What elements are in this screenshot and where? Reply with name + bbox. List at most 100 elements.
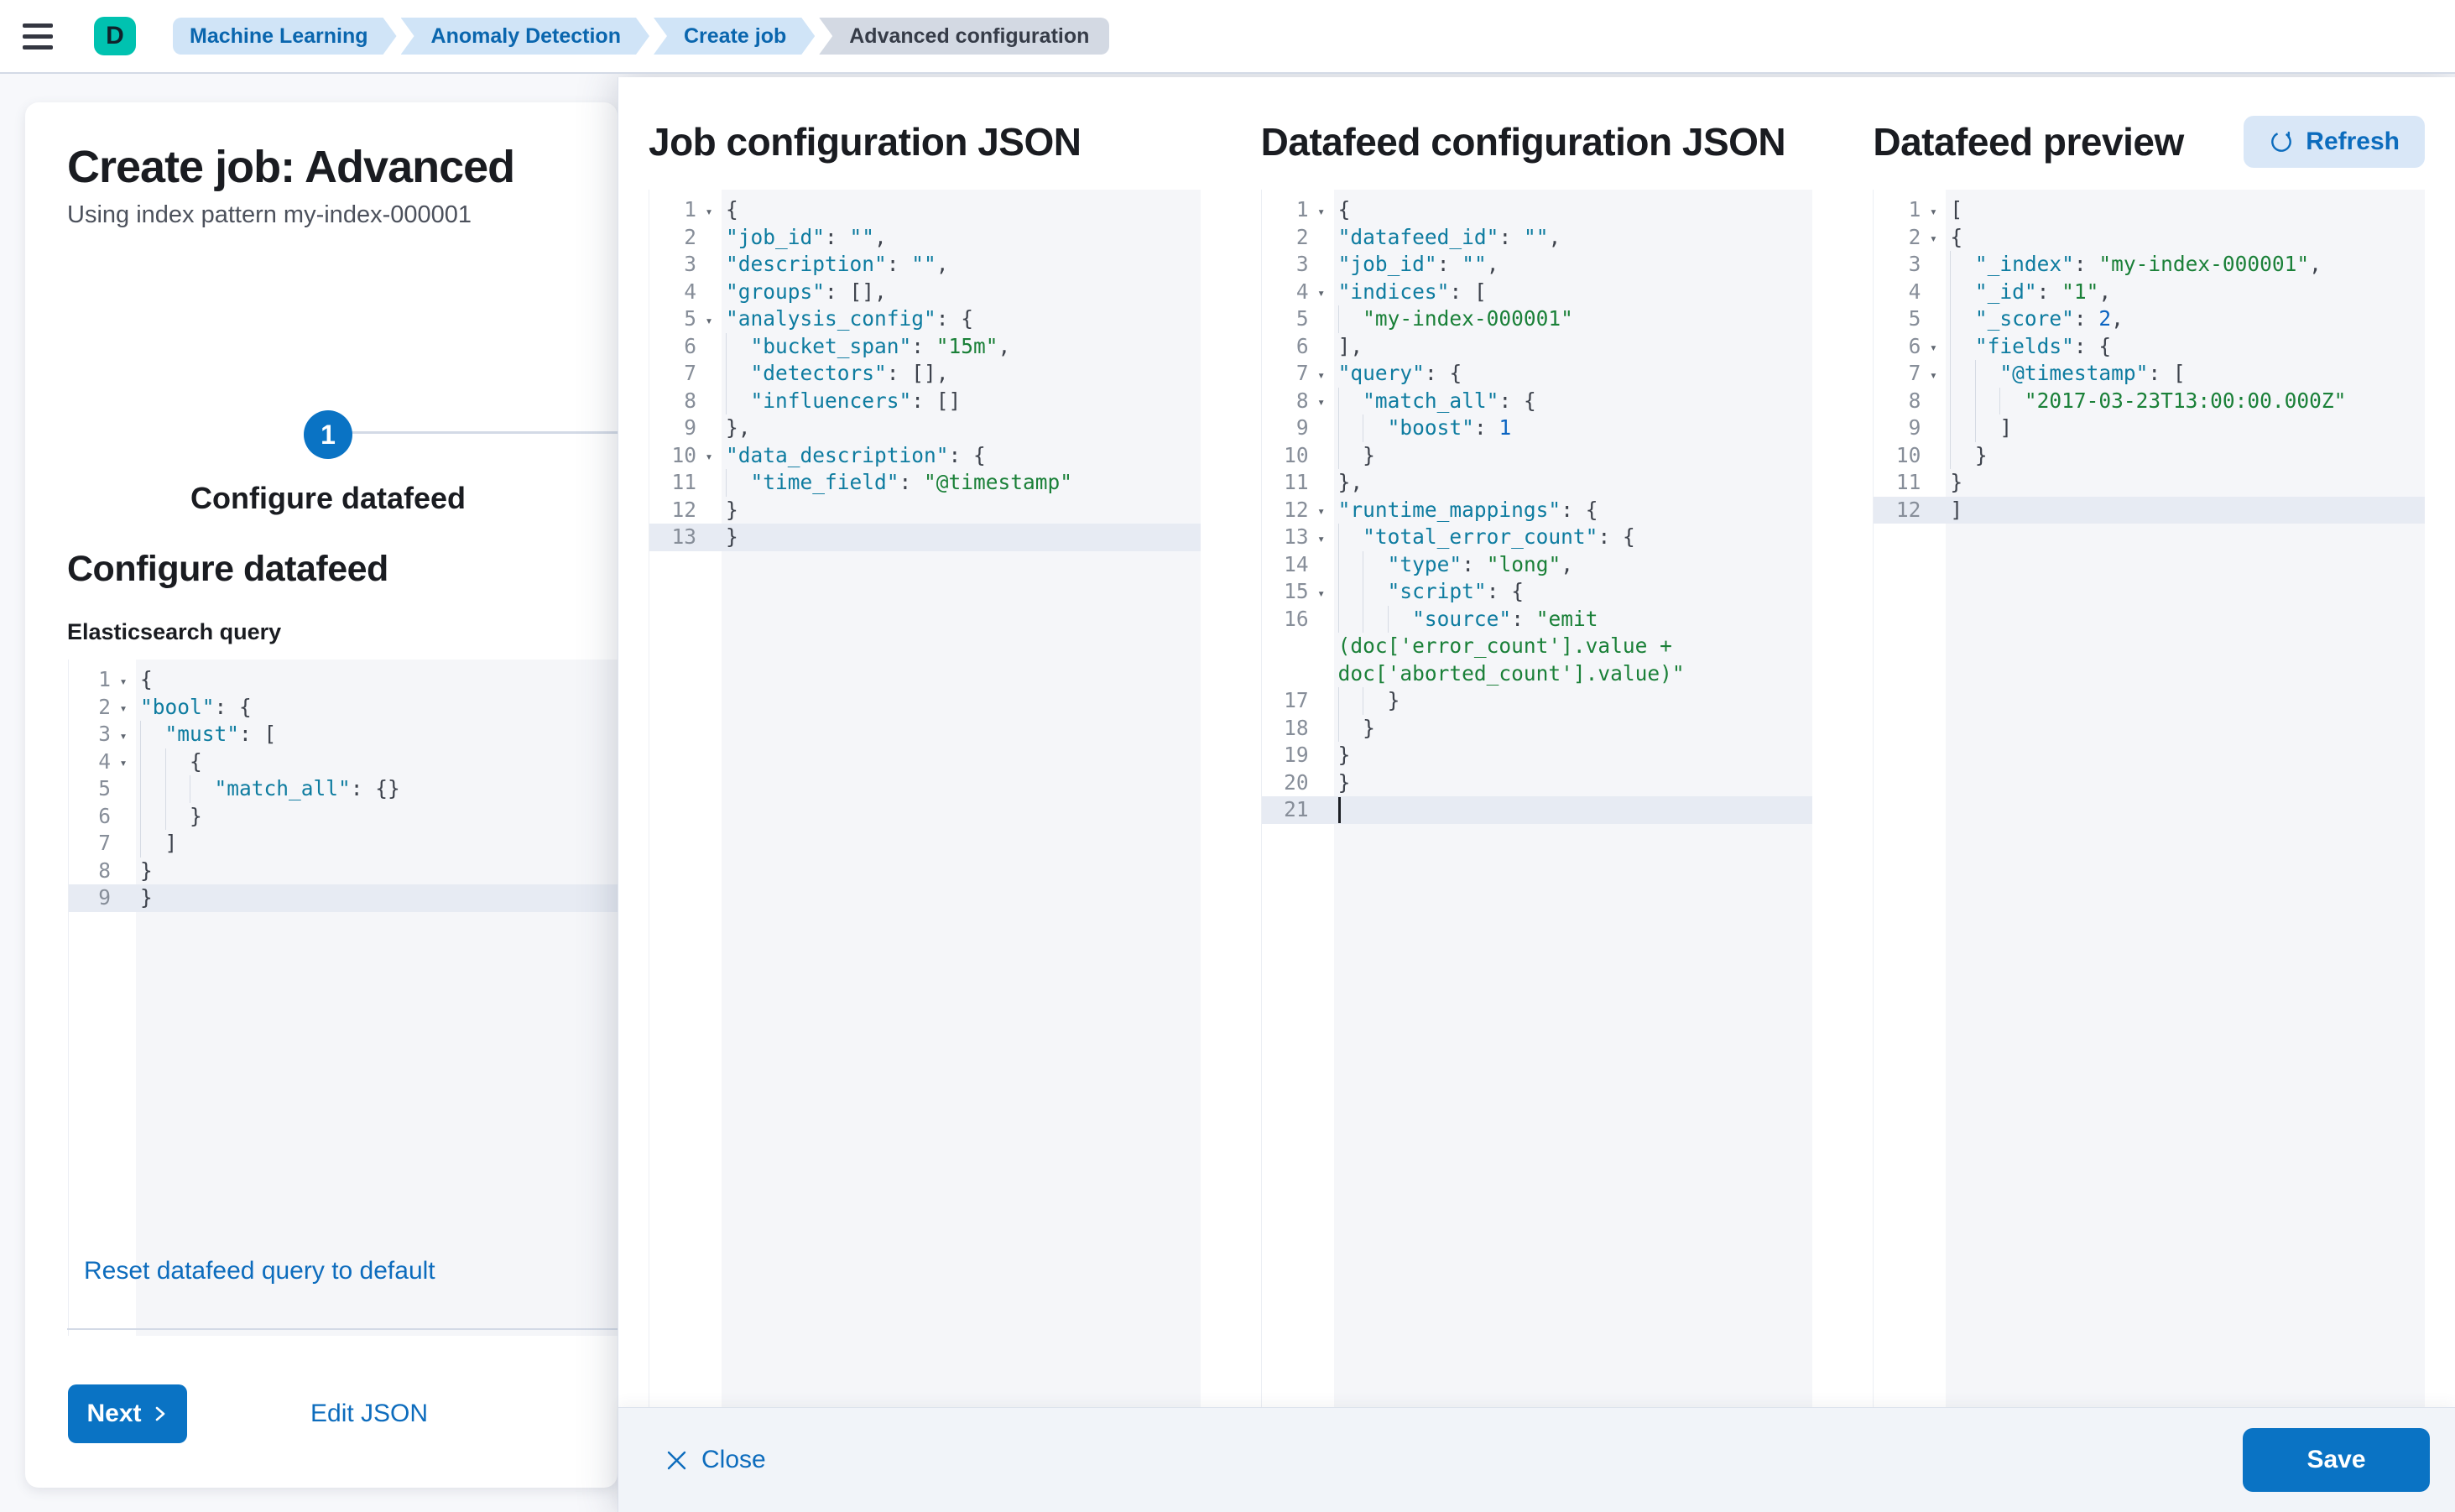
breadcrumb-create-job[interactable]: Create job — [654, 18, 815, 55]
fold-arrow-icon[interactable]: ▾ — [119, 701, 128, 716]
code-line[interactable]: 20} — [1262, 769, 1813, 797]
code-line[interactable]: 5 "my-index-000001" — [1262, 305, 1813, 333]
code-line[interactable]: 10▾ "data_description": { — [649, 442, 1201, 470]
fold-spacer — [111, 815, 136, 817]
code-line[interactable]: 6▾ "fields": { — [1874, 332, 2425, 360]
line-number: 1 — [1295, 197, 1309, 222]
code-line[interactable]: 6 "bucket_span": "15m", — [649, 332, 1201, 360]
code-line[interactable]: 7▾ "@timestamp": [ — [1874, 360, 2425, 388]
code-line[interactable]: 4▾ "indices": [ — [1262, 279, 1813, 306]
code-line[interactable]: 13▾ "total_error_count": { — [1262, 524, 1813, 551]
code-line[interactable]: 4 "groups": [], — [649, 279, 1201, 306]
code-line[interactable]: 3 "description": "", — [649, 251, 1201, 279]
code-line[interactable]: 12] — [1874, 496, 2426, 524]
code-line[interactable]: 12▾ "runtime_mappings": { — [1262, 497, 1813, 524]
breadcrumb-anomaly-detection[interactable]: Anomaly Detection — [401, 18, 649, 55]
code-line[interactable]: 7▾ "query": { — [1262, 360, 1813, 388]
code-line[interactable]: 3▾ "must": [ — [69, 721, 618, 748]
fold-arrow-icon[interactable]: ▾ — [1317, 394, 1326, 409]
fold-arrow-icon[interactable]: ▾ — [705, 203, 713, 219]
code-line[interactable]: 2▾ { — [1874, 224, 2425, 252]
step-1-indicator[interactable]: 1 — [304, 410, 352, 459]
line-number: 15 — [1284, 579, 1309, 603]
refresh-button[interactable]: Refresh — [2244, 116, 2426, 168]
code-line[interactable]: 8▾ "match_all": { — [1262, 387, 1813, 414]
code-line[interactable]: 4 "_id": "1", — [1874, 278, 2425, 305]
code-line[interactable]: (doc['error_count'].value + — [1262, 633, 1813, 660]
fold-arrow-icon[interactable]: ▾ — [119, 673, 128, 689]
datafeed-config-editor[interactable]: 1▾{2 "datafeed_id": "",3 "job_id": "",4▾… — [1260, 190, 1813, 1407]
code-line[interactable]: 8 } — [69, 858, 618, 885]
line-number: 20 — [1284, 769, 1309, 795]
code-line[interactable]: 1▾{ — [649, 196, 1201, 224]
code-line[interactable]: 12 } — [649, 497, 1201, 524]
space-avatar[interactable]: D — [94, 17, 136, 55]
fold-spacer — [1921, 263, 1946, 266]
code-line[interactable]: 5▾ "analysis_config": { — [649, 305, 1201, 333]
code-line[interactable]: 10 } — [1874, 441, 2425, 469]
fold-arrow-icon[interactable]: ▾ — [1317, 530, 1326, 546]
fold-arrow-icon[interactable]: ▾ — [1317, 203, 1326, 219]
code-line[interactable]: 9 "boost": 1 — [1262, 414, 1813, 442]
code-line[interactable]: 18 } — [1262, 714, 1813, 742]
code-line[interactable]: 9 ] — [1874, 414, 2425, 442]
fold-arrow-icon[interactable]: ▾ — [1929, 203, 1937, 219]
code-line[interactable]: 2 "job_id": "", — [649, 224, 1201, 252]
reset-datafeed-query-link[interactable]: Reset datafeed query to default — [84, 1257, 435, 1285]
code-line[interactable]: 1▾[ — [1874, 196, 2425, 224]
code-line[interactable]: 19 } — [1262, 742, 1813, 769]
fold-arrow-icon[interactable]: ▾ — [705, 449, 713, 464]
code-line[interactable]: 14 "type": "long", — [1262, 550, 1813, 578]
code-line[interactable]: 1▾{ — [69, 666, 618, 694]
fold-arrow-icon[interactable]: ▾ — [1317, 503, 1326, 519]
code-line[interactable]: 8 "2017-03-23T13:00:00.000Z" — [1874, 387, 2425, 414]
code-line[interactable]: 21 — [1261, 796, 1813, 824]
fold-arrow-icon[interactable]: ▾ — [1929, 340, 1937, 355]
fold-arrow-icon[interactable]: ▾ — [119, 727, 128, 743]
refresh-button-label: Refresh — [2306, 128, 2400, 155]
code-line[interactable]: 5 "_score": 2, — [1874, 305, 2425, 333]
job-config-editor[interactable]: 1▾{2 "job_id": "",3 "description": "",4 … — [649, 190, 1201, 1407]
code-line[interactable]: 6 ], — [1262, 333, 1813, 361]
code-line[interactable]: 17 } — [1262, 687, 1813, 715]
code-line[interactable]: 1▾{ — [1262, 196, 1813, 224]
line-number: 5 — [1908, 306, 1921, 331]
code-line[interactable]: 9 }, — [649, 414, 1201, 442]
fold-arrow-icon[interactable]: ▾ — [119, 755, 128, 770]
code-line[interactable]: 6 } — [69, 802, 618, 830]
code-line[interactable]: 8 "influencers": [] — [649, 387, 1201, 414]
code-line[interactable]: 13} — [649, 524, 1201, 551]
datafeed-preview-heading: Datafeed preview — [1873, 120, 2184, 164]
fold-spacer — [696, 536, 722, 539]
fold-arrow-icon[interactable]: ▾ — [1317, 367, 1326, 383]
code-line[interactable]: 7 ] — [69, 830, 618, 858]
fold-arrow-icon[interactable]: ▾ — [1317, 585, 1326, 601]
es-query-editor[interactable]: 1▾{2▾ "bool": {3▾ "must": [4▾ {5 "match_… — [68, 660, 618, 1336]
code-line[interactable]: 3 "job_id": "", — [1262, 251, 1813, 279]
code-line[interactable]: 9} — [69, 884, 618, 912]
code-line[interactable]: 3 "_index": "my-index-000001", — [1874, 251, 2425, 279]
code-line[interactable]: 10 } — [1262, 441, 1813, 469]
fold-arrow-icon[interactable]: ▾ — [705, 312, 713, 328]
code-line[interactable]: 16 "source": "emit — [1262, 605, 1813, 633]
code-line[interactable]: 11 }, — [1262, 469, 1813, 497]
menu-button[interactable] — [0, 0, 76, 73]
code-line[interactable]: 5 "match_all": {} — [69, 775, 618, 803]
fold-arrow-icon[interactable]: ▾ — [1929, 367, 1937, 383]
edit-json-link[interactable]: Edit JSON — [310, 1400, 429, 1427]
code-line[interactable]: doc['aborted_count'].value)" — [1262, 660, 1813, 688]
code-line[interactable]: 2▾ "bool": { — [69, 694, 618, 722]
save-button[interactable]: Save — [2243, 1428, 2430, 1492]
breadcrumb-machine-learning[interactable]: Machine Learning — [173, 18, 397, 55]
datafeed-preview-editor[interactable]: 1▾[2▾ {3 "_index": "my-index-000001",4 "… — [1873, 190, 2426, 1407]
code-line[interactable]: 2 "datafeed_id": "", — [1262, 224, 1813, 252]
code-line[interactable]: 11 } — [1874, 469, 2425, 497]
fold-arrow-icon[interactable]: ▾ — [1929, 231, 1937, 246]
code-line[interactable]: 11 "time_field": "@timestamp" — [649, 469, 1201, 497]
close-button[interactable]: Close — [665, 1446, 766, 1474]
code-line[interactable]: 4▾ { — [69, 748, 618, 775]
fold-arrow-icon[interactable]: ▾ — [1317, 285, 1326, 300]
code-line[interactable]: 7 "detectors": [], — [649, 360, 1201, 388]
next-button[interactable]: Next — [68, 1384, 187, 1443]
code-line[interactable]: 15▾ "script": { — [1262, 578, 1813, 606]
